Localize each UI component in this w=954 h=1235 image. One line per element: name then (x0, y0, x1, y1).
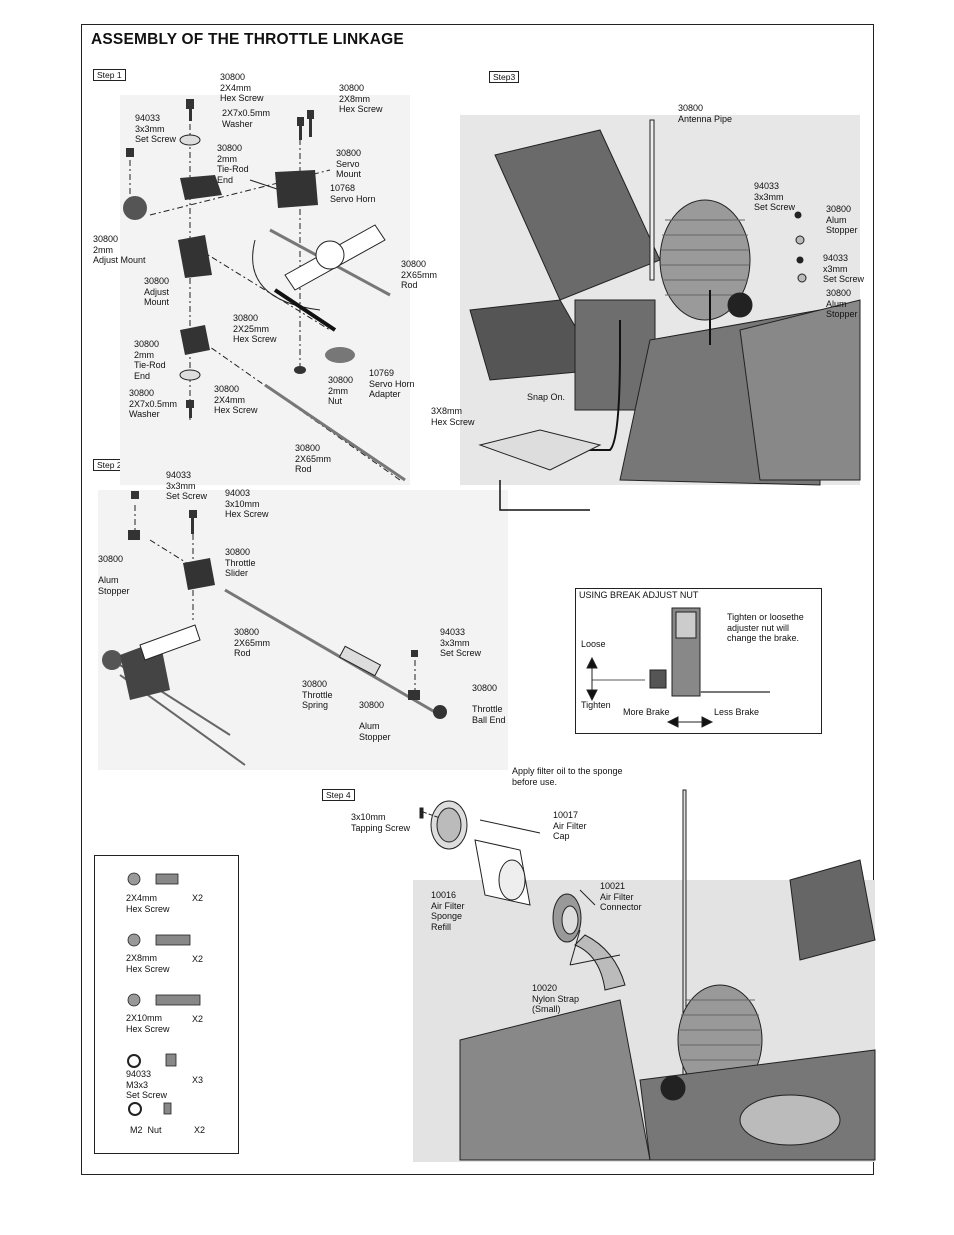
label-tie-rod-end-top: 30800 2mm Tie-Rod End (217, 143, 249, 185)
page-frame (81, 24, 874, 1175)
step-1-tag: Step 1 (93, 69, 126, 81)
label-antenna-pipe: 30800 Antenna Pipe (678, 103, 733, 124)
label-set-screw-step2-top: 94033 3x3mm Set Screw (166, 470, 208, 501)
brake-less-label: Less Brake (714, 707, 760, 717)
label-2x4-hex-screw-top: 30800 2X4mm Hex Screw (220, 72, 264, 103)
label-rod-2x65-top: 30800 2X65mm Rod (401, 259, 438, 290)
brake-loose-label: Loose (581, 639, 606, 649)
step-3-tag: Step3 (489, 71, 520, 83)
label-air-filter-connector: 10021 Air Filter Connector (600, 881, 642, 912)
parts-item-qty: X2 (192, 893, 204, 903)
parts-item-name: 2X8mm Hex Screw (126, 953, 170, 974)
label-throttle-slider: 30800 Throttle Slider (225, 547, 256, 578)
parts-item-qty: X2 (192, 954, 204, 964)
label-throttle-ball-end: Throttle Ball End (472, 704, 506, 725)
label-alum-stopper-code: 30800 (359, 700, 385, 710)
step4-drawing (413, 789, 876, 1162)
label-3x8-hex-screw: 3X8mm Hex Screw (431, 406, 475, 427)
brake-inset-title: USING BREAK ADJUST NUT (579, 590, 699, 600)
label-servo-horn-adapter: 10769 Servo Horn Adapter (369, 368, 415, 399)
label-washer-bottom: 30800 2X7x0.5mm Washer (129, 388, 178, 419)
label-ball-end-code: 30800 (472, 683, 498, 693)
brake-tighten-label: Tighten (581, 700, 611, 710)
label-servo-horn: 10768 Servo Horn (330, 183, 376, 204)
label-snap-on: Snap On. (527, 392, 566, 402)
parts-item-name: 94033 M3x3 Set Screw (126, 1069, 168, 1100)
label-nylon-strap: 10020 Nylon Strap (Small) (532, 983, 580, 1014)
step1-drawing (120, 95, 410, 485)
step3-drawing (460, 115, 861, 511)
label-set-screw-step2-right: 94033 3x3mm Set Screw (440, 627, 482, 658)
brake-adjust-inset (575, 588, 822, 734)
label-alum-stopper-step3-b: 30800 Alum Stopper (826, 288, 858, 319)
label-adjust-mount: 30800 Adjust Mount (144, 276, 170, 307)
label-air-filter-cap: 10017 Air Filter Cap (553, 810, 587, 841)
brake-more-label: More Brake (623, 707, 670, 717)
label-alum-stopper-left: Alum Stopper (98, 575, 130, 596)
label-set-screw-step3-a: 94033 3x3mm Set Screw (754, 181, 796, 212)
label-set-screw-step3-b: 94033 x3mm Set Screw (823, 253, 865, 284)
label-throttle-spring: 30800 Throttle Spring (302, 679, 333, 710)
brake-drawing (586, 607, 770, 728)
label-alum-stopper-left-code: 30800 (98, 554, 124, 564)
label-rod-2x65-step2: 30800 2X65mm Rod (234, 627, 271, 658)
label-set-screw-step1: 94033 3x3mm Set Screw (135, 113, 177, 144)
label-servo-mount: 30800 Servo Mount (336, 148, 362, 179)
parts-item-qty: X2 (192, 1014, 204, 1024)
label-apply-filter-oil: Apply filter oil to the sponge before us… (512, 766, 623, 787)
parts-item-name: M2 Nut (130, 1125, 162, 1135)
parts-item-qty: X2 (194, 1125, 206, 1135)
label-3x10-hex-screw: 94003 3x10mm Hex Screw (225, 488, 269, 519)
label-air-filter-sponge: 10016 Air Filter Sponge Refill (431, 890, 465, 932)
label-2x25-hex-screw: 30800 2X25mm Hex Screw (233, 313, 277, 344)
label-2x8-hex-screw: 30800 2X8mm Hex Screw (339, 83, 383, 114)
label-2mm-nut: 30800 2mm Nut (328, 375, 354, 406)
label-alum-stopper: Alum Stopper (359, 721, 391, 742)
page-title: ASSEMBLY OF THE THROTTLE LINKAGE (91, 31, 404, 48)
label-rod-2x65-bottom: 30800 2X65mm Rod (295, 443, 332, 474)
step2-drawing (98, 490, 508, 770)
parts-icons (127, 872, 201, 1116)
brake-inset-note: Tighten or loosethe adjuster nut will ch… (727, 612, 804, 643)
parts-item-name: 2X4mm Hex Screw (126, 893, 170, 914)
label-tie-rod-end-bottom: 30800 2mm Tie-Rod End (134, 339, 166, 381)
step-4-tag: Step 4 (322, 789, 355, 801)
label-washer-top: 2X7x0.5mm Washer (222, 108, 271, 129)
label-2x4-hex-screw-bottom: 30800 2X4mm Hex Screw (214, 384, 258, 415)
parts-item-qty: X3 (192, 1075, 204, 1085)
parts-list-box (94, 855, 239, 1154)
label-tapping-screw: 3x10mm Tapping Screw (351, 812, 411, 833)
label-alum-stopper-step3-a: 30800 Alum Stopper (826, 204, 858, 235)
label-adjust-mount-left: 30800 2mm Adjust Mount (93, 234, 146, 265)
parts-item-name: 2X10mm Hex Screw (126, 1013, 170, 1034)
